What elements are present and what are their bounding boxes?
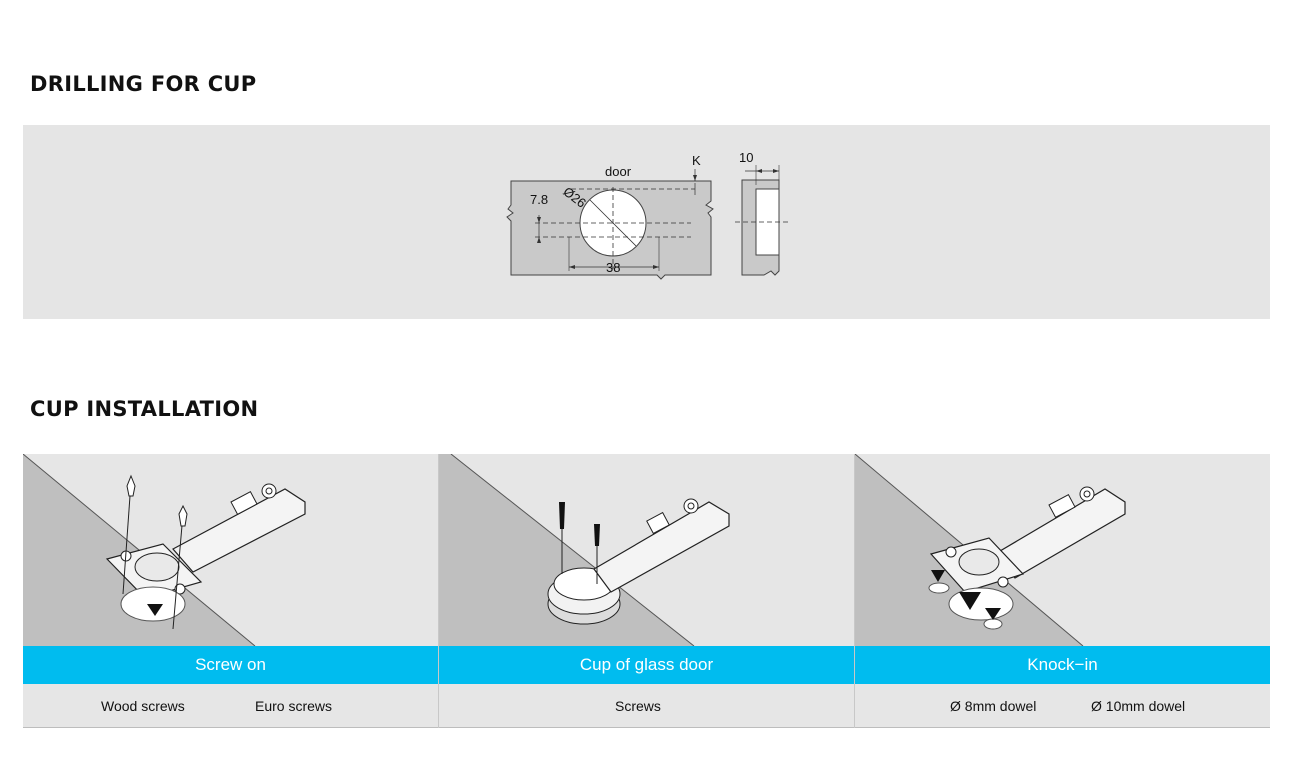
method-label-screw-on: Screw on <box>23 646 438 684</box>
knock-in-illustration <box>855 454 1270 646</box>
method-label-glass-door: Cup of glass door <box>439 646 854 684</box>
option-euro-screws: Euro screws <box>255 698 333 714</box>
install-card-glass-door: Cup of glass door Screws <box>439 454 854 728</box>
option-wood-screws: Wood screws <box>101 698 185 714</box>
dim-7-8-label: 7.8 <box>530 192 548 207</box>
card-divider <box>854 454 855 728</box>
screw-on-illustration <box>23 454 438 646</box>
installation-section-title: CUP INSTALLATION <box>30 397 259 421</box>
glass-door-illustration <box>439 454 854 646</box>
option-screws: Screws <box>615 698 661 714</box>
dim-38-label: 38 <box>606 260 620 275</box>
options-row-screw-on: Wood screws Euro screws <box>23 684 438 728</box>
option-8mm-dowel: Ø 8mm dowel <box>950 698 1037 714</box>
install-card-screw-on: Screw on Wood screws Euro screws <box>23 454 438 728</box>
method-label-knock-in: Knock−in <box>855 646 1270 684</box>
options-row-knock-in: Ø 8mm dowel Ø 10mm dowel <box>855 684 1270 728</box>
drilling-diagram-panel: door K 7.8 Ø26 38 10 <box>23 125 1270 319</box>
options-row-glass-door: Screws <box>439 684 854 728</box>
cup-drilling-diagram: door K 7.8 Ø26 38 10 <box>506 150 789 280</box>
k-label: K <box>692 153 701 168</box>
dim-10-label: 10 <box>739 150 753 165</box>
drilling-section-title: DRILLING FOR CUP <box>30 72 257 96</box>
install-card-knock-in: Knock−in Ø 8mm dowel Ø 10mm dowel <box>855 454 1270 728</box>
card-divider <box>438 454 439 728</box>
option-10mm-dowel: Ø 10mm dowel <box>1091 698 1186 714</box>
door-label: door <box>605 164 632 179</box>
installation-grid: Screw on Wood screws Euro screws <box>23 454 1270 728</box>
